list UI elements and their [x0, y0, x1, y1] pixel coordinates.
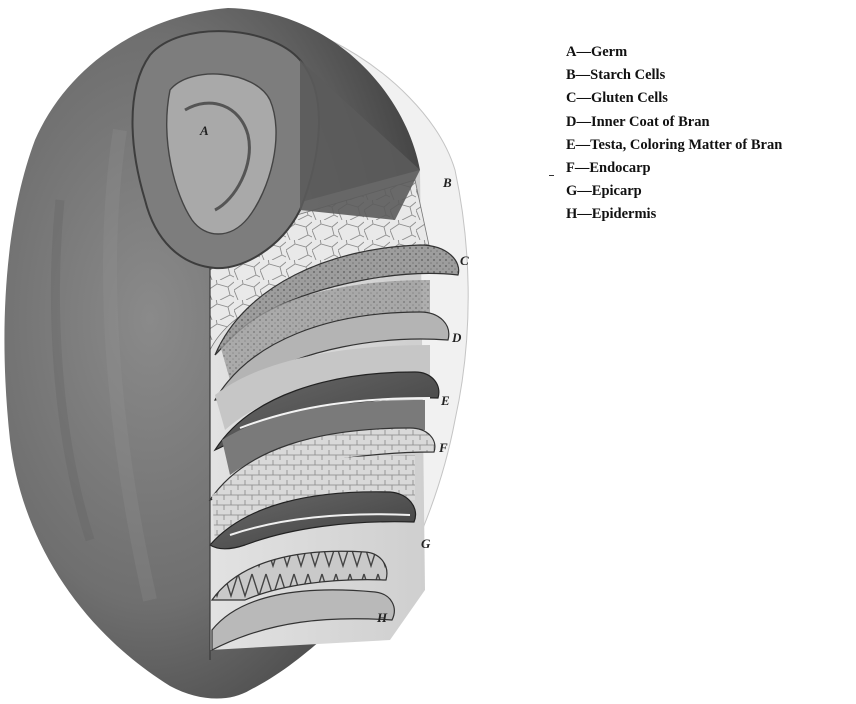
marker-f: F	[438, 440, 448, 455]
marker-b: B	[442, 175, 452, 190]
legend-item-inner-coat: D—Inner Coat of Bran	[566, 111, 782, 134]
stray-mark	[549, 175, 554, 176]
marker-g: G	[421, 536, 431, 551]
legend-item-gluten-cells: C—Gluten Cells	[566, 87, 782, 110]
legend: A—Germ B—Starch Cells C—Gluten Cells D—I…	[566, 41, 782, 227]
legend-item-starch-cells: B—Starch Cells	[566, 64, 782, 87]
legend-item-germ: A—Germ	[566, 41, 782, 64]
legend-item-epidermis: H—Epidermis	[566, 203, 782, 226]
wheat-kernel-illustration: A B C D E F G H	[0, 0, 540, 704]
marker-h: H	[376, 610, 388, 625]
marker-d: D	[451, 330, 462, 345]
legend-item-epicarp: G—Epicarp	[566, 180, 782, 203]
legend-item-endocarp: F—Endocarp	[566, 157, 782, 180]
marker-c: C	[460, 253, 469, 268]
legend-item-testa: E—Testa, Coloring Matter of Bran	[566, 134, 782, 157]
marker-e: E	[440, 393, 450, 408]
marker-a: A	[199, 123, 209, 138]
